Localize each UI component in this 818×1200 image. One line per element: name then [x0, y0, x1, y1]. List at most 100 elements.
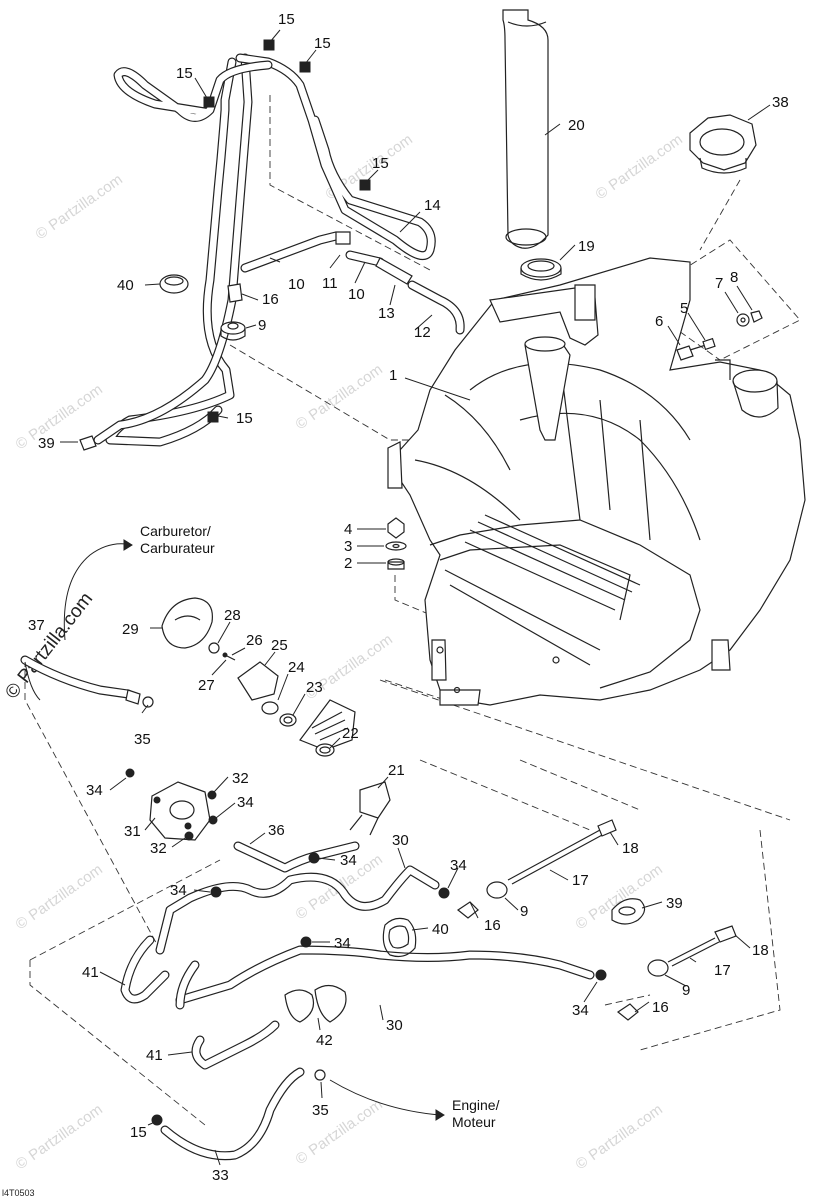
lower-fuel-lines: [120, 819, 737, 1161]
watermark-text: Partzilla.com: [586, 1101, 666, 1164]
flow-notes: Carburetor/ Carburateur Engine/ Moteur: [63, 523, 500, 1130]
clamp-part: [263, 39, 275, 51]
carburetor-note: Carburateur: [140, 540, 215, 556]
callout-15: 15: [314, 35, 331, 52]
leader-lines: [60, 29, 771, 1166]
callout-28: 28: [224, 607, 241, 624]
callout-32: 32: [150, 840, 167, 857]
callout-30: 30: [392, 832, 409, 849]
spacer-part: [702, 337, 716, 351]
neck-ring-part: [520, 258, 562, 281]
callout-3: 3: [344, 538, 352, 555]
callout-31: 31: [124, 823, 141, 840]
engine-note: Engine/: [452, 1097, 500, 1113]
clamp-part: [203, 96, 215, 108]
callout-4: 4: [344, 521, 352, 538]
callout-34: 34: [170, 882, 187, 899]
callout-34: 34: [572, 1002, 589, 1019]
callout-1: 1: [389, 367, 397, 384]
filler-neck-part: [502, 9, 549, 249]
watermark-text: ©: [13, 1153, 32, 1173]
fuel-cap-part: [689, 114, 757, 174]
washer-part: [385, 541, 407, 551]
carburetor-note: Carburetor/: [140, 523, 211, 539]
watermark-text: ©: [573, 1153, 592, 1173]
callout-13: 13: [378, 305, 395, 322]
callout-34: 34: [340, 852, 357, 869]
callout-23: 23: [306, 679, 323, 696]
callout-18: 18: [752, 942, 769, 959]
engine-note: Moteur: [452, 1114, 496, 1130]
callout-9: 9: [258, 317, 266, 334]
watermark-text: ©: [293, 1148, 312, 1168]
callout-32: 32: [232, 770, 249, 787]
callout-6: 6: [655, 313, 663, 330]
callout-22: 22: [342, 725, 359, 742]
watermark-text: ©: [573, 913, 592, 933]
filter-housing-part: [237, 661, 279, 701]
fuel-pump-section: [20, 597, 391, 873]
watermark-text: ©: [13, 913, 32, 933]
callout-17: 17: [714, 962, 731, 979]
callout-14: 14: [424, 197, 441, 214]
watermark-text: Partzilla.com: [316, 631, 396, 694]
clamp-part: [79, 435, 97, 451]
callout-25: 25: [271, 637, 288, 654]
watermark-text: Partzilla.com: [46, 171, 126, 234]
callout-34: 15: [130, 1124, 147, 1141]
callout-37: 37: [28, 617, 45, 634]
callout-17: 17: [572, 872, 589, 889]
callout-16: 16: [262, 291, 279, 308]
callout-34: 34: [450, 857, 467, 874]
watermark-text: ©: [293, 903, 312, 923]
callout-39: 39: [38, 435, 55, 452]
callout-15: 15: [372, 155, 389, 172]
callout-40: 40: [117, 277, 134, 294]
clamp-part: [359, 179, 371, 191]
pump-cover-part: [161, 597, 213, 649]
nut-part: [387, 517, 405, 539]
callout-29: 29: [122, 621, 139, 638]
vent-valve-set-top: [220, 231, 465, 341]
callout-26: 26: [246, 632, 263, 649]
callout-18: 18: [622, 840, 639, 857]
callout-15: 15: [278, 11, 295, 28]
callout-24: 24: [288, 659, 305, 676]
callout-16: 16: [484, 917, 501, 934]
callout-38: 38: [772, 94, 789, 111]
tank-hardware-stack: [385, 517, 407, 570]
callout-41: 41: [82, 964, 99, 981]
callout-10: 10: [288, 276, 305, 293]
callout-27: 27: [198, 677, 215, 694]
callout-36: 36: [268, 822, 285, 839]
washer-part: [736, 313, 750, 327]
callout-labels: 15 15 15 15 15 14 40 39 10 11 10 13 12 1…: [2, 11, 789, 1198]
clamp-part: [299, 61, 311, 73]
watermark-text: ©: [593, 183, 612, 203]
fuel-tank-part: [387, 257, 806, 706]
callout-41: 41: [146, 1047, 163, 1064]
callout-10: 10: [348, 286, 365, 303]
callout-9: 9: [520, 903, 528, 920]
drawing-code: l4T0503: [2, 1188, 35, 1198]
callout-15: 15: [176, 65, 193, 82]
watermark-text: Partzilla.com: [26, 1101, 106, 1164]
fuel-valve-part: [359, 781, 391, 819]
callout-34: 34: [237, 794, 254, 811]
bolt-head-part: [676, 345, 694, 361]
callout-35: 35: [134, 731, 151, 748]
watermark-text: Partzilla.com: [606, 131, 686, 194]
watermark-text: ©: [13, 433, 32, 453]
callout-12: 12: [414, 324, 431, 341]
callout-34: 34: [334, 935, 351, 952]
callout-42: 42: [316, 1032, 333, 1049]
fuel-pump-part: [149, 781, 211, 841]
grommet-part: [159, 274, 189, 294]
callout-9: 9: [682, 982, 690, 999]
watermark-text: ©: [293, 413, 312, 433]
callout-35: 35: [312, 1102, 329, 1119]
clamp-part: [207, 411, 219, 423]
watermark-text: ©: [33, 223, 52, 243]
callout-33: 33: [212, 1167, 229, 1184]
